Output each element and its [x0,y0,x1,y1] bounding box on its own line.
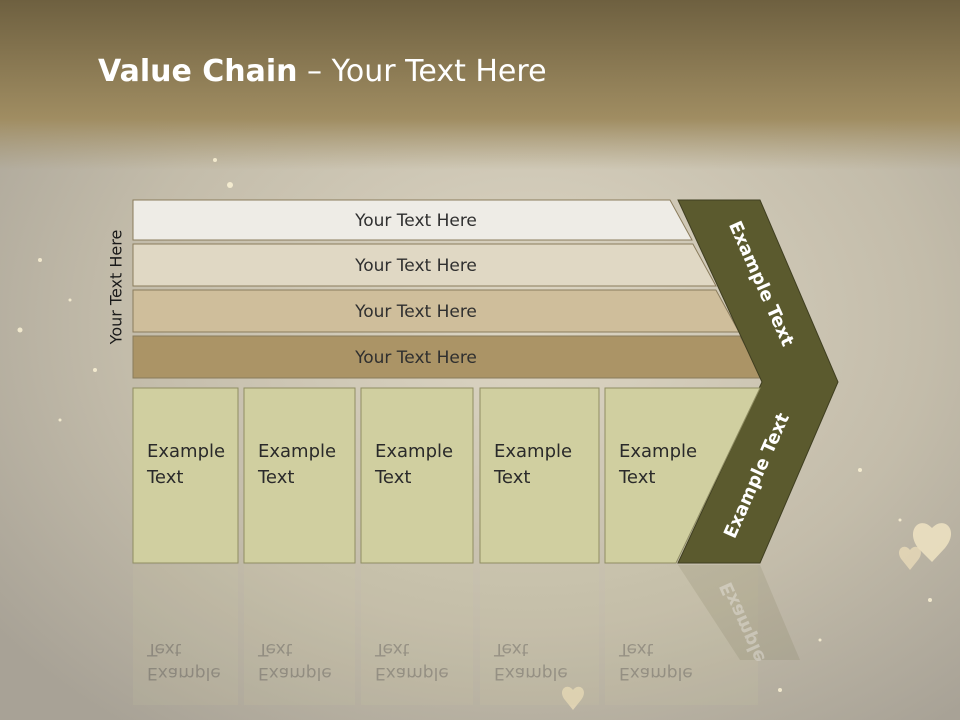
activity-box-line2: Text [619,467,656,488]
activity-box-line2: Text [147,467,184,488]
activity-box-line1: Example [494,441,573,462]
activity-box-line1: Example [258,441,337,462]
reflection-text-3: Example [375,663,449,683]
row-label-4: Your Text Here [354,348,477,368]
row-label-2: Your Text Here [354,256,477,276]
reflection-box-5 [605,565,758,705]
reflection-text-5: Example [619,663,693,683]
activity-box-line2: Text [258,467,295,488]
reflection-box-3 [361,565,473,705]
activity-box-5 [604,387,761,564]
activity-box-3 [360,387,474,564]
row-label-3: Your Text Here [354,302,477,322]
reflection-text-1: Example [147,663,221,683]
row-bar-1 [132,199,693,241]
chevron-arrow [677,199,839,564]
row-bar-2 [132,243,717,287]
activity-box-line2: Text [494,467,531,488]
reflection-text2-5: Text [618,639,654,659]
reflection-text2-4: Text [493,639,529,659]
activity-box-line1: Example [619,441,698,462]
reflection-chevron [678,565,800,660]
activity-box-line2: Text [375,467,412,488]
title-rest: – Your Text Here [297,54,547,89]
reflection-text2-3: Text [374,639,410,659]
activity-box-line1: Example [375,441,454,462]
activity-box-2 [243,387,356,564]
activity-box-1 [132,387,239,564]
reflection-box-1 [133,565,238,705]
activity-box-line1: Example [147,441,226,462]
reflection-text-2: Example [258,663,332,683]
reflection-text2-1: Text [146,639,182,659]
row-label-1: Your Text Here [354,211,477,231]
reflection-text2-2: Text [257,639,293,659]
slide-title: Value Chain – Your Text Here [98,54,547,89]
activity-box-4 [479,387,600,564]
reflection-box-4 [480,565,599,705]
reflection-box-2 [244,565,355,705]
reflection-text-4: Example [494,663,568,683]
title-bold: Value Chain [98,54,298,89]
